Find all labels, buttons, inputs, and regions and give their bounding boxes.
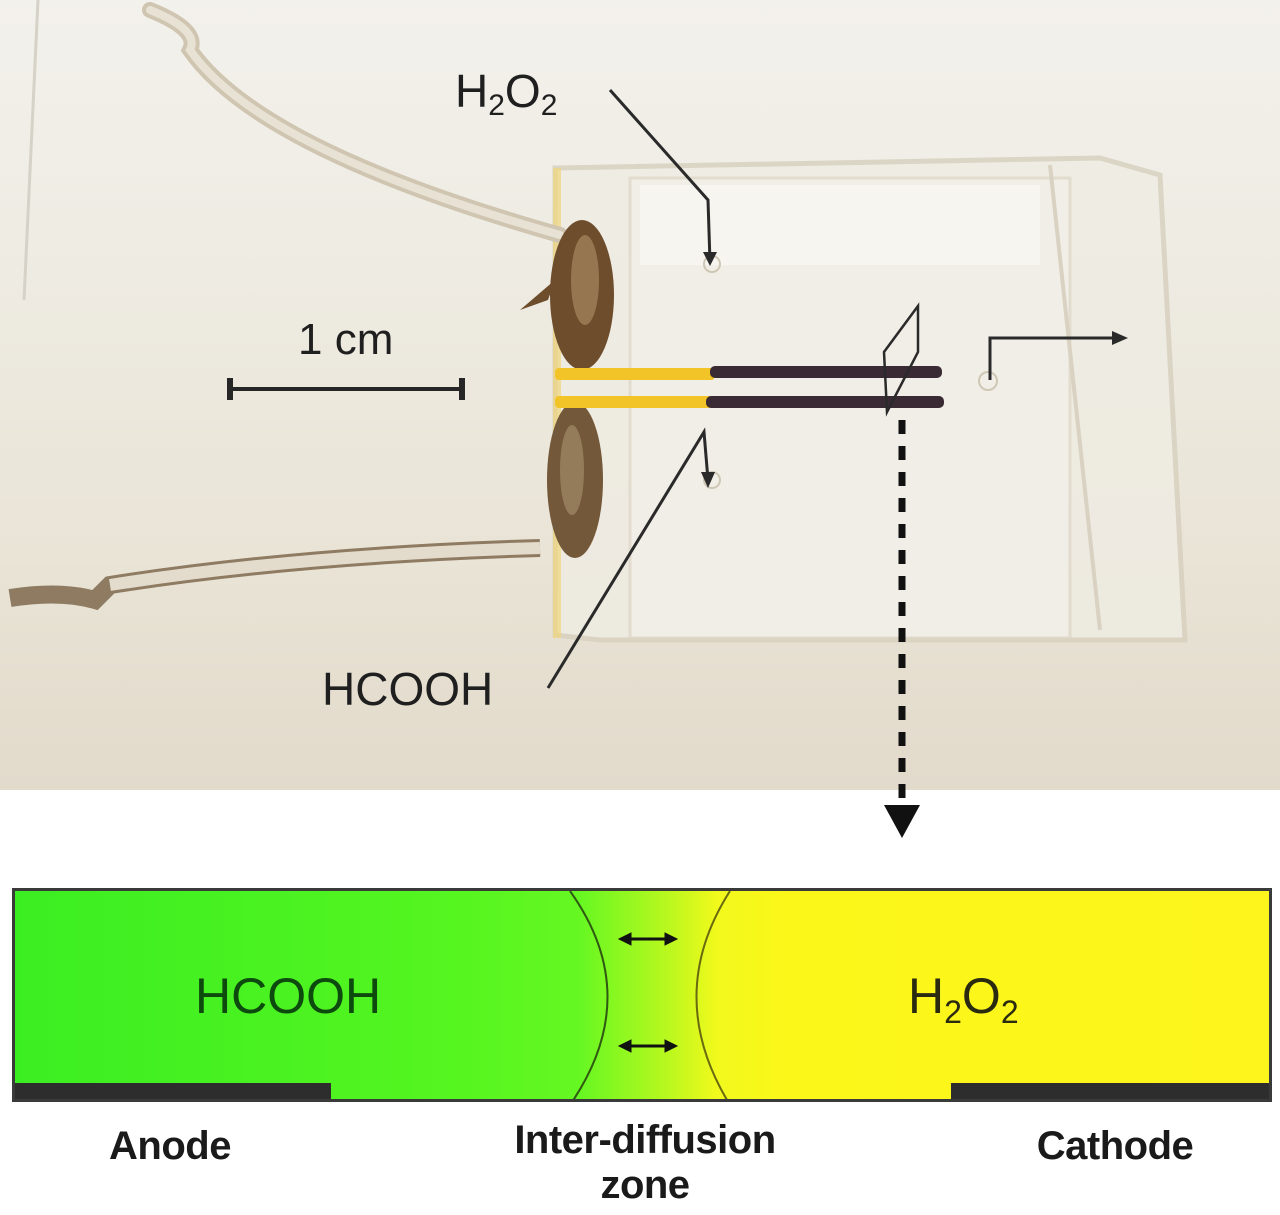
scale-bar-label: 1 cm — [298, 315, 394, 364]
dotted-arrow-icon — [884, 420, 920, 838]
double-arrow-icon — [617, 932, 679, 1053]
channel-cross-section: HCOOH H2O2 — [12, 888, 1272, 1102]
anode-caption: Anode — [109, 1124, 231, 1168]
diffusion-boundaries — [569, 891, 731, 1099]
h2o2-stream-label: H2O2 — [908, 968, 1019, 1030]
cathode-electrode — [951, 1083, 1269, 1099]
device-illustration — [8, 0, 1188, 689]
anode-electrode — [15, 1083, 331, 1099]
h2o2-inlet-label: H2O2 — [455, 65, 558, 122]
cathode-caption: Cathode — [1036, 1124, 1194, 1168]
device-photo: 1 cm H2O2 HCOOH — [0, 0, 1280, 790]
inter-diffusion-zone-caption: Inter-diffusion zone — [514, 1118, 776, 1207]
hcooh-stream-label: HCOOH — [195, 968, 382, 1024]
hcooh-inlet-label: HCOOH — [322, 663, 494, 715]
